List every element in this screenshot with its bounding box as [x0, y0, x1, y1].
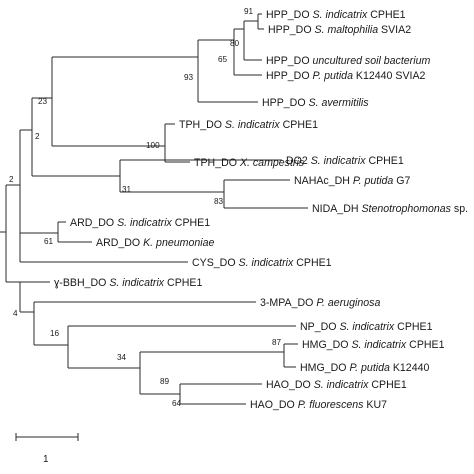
bootstrap-value: 16 [50, 329, 60, 338]
scale-bar: 1 [15, 433, 79, 465]
bootstrap-value: 31 [122, 185, 132, 194]
leaf-label-hpp-pput: HPP_DO P. putida K12440 SVIA2 [266, 70, 426, 82]
bootstrap-value: 2 [35, 132, 40, 141]
leaf-label-hao-sind: HAO_DO S. indicatrix CPHE1 [266, 379, 407, 391]
bootstrap-value: 61 [44, 237, 54, 246]
scale-bar-label: 1 [43, 454, 49, 465]
leaf-label-hpp-smal: HPP_DO S. maltophilia SVIA2 [268, 24, 411, 36]
leaf-label-hmg-pput: HMG_DO P. putida K12440 [300, 362, 429, 374]
leaf-label-nida: NIDA_DH Stenotrophomonas sp. [312, 203, 468, 215]
bootstrap-value: 87 [272, 338, 282, 347]
bootstrap-value: 100 [146, 141, 160, 150]
leaf-label-tph-sind: TPH_DO S. indicatrix CPHE1 [179, 119, 318, 131]
leaf-label-tph-xcam: TPH_DO X. campestris [194, 157, 305, 169]
bootstrap-value: 4 [13, 309, 18, 318]
leaf-label-nahac: NAHAc_DH P. putida G7 [294, 175, 411, 187]
leaf-label-hpp-save: HPP_DO S. avermitilis [262, 97, 369, 109]
leaf-label-hpp-sind: HPP_DO S. indicatrix CPHE1 [266, 9, 406, 21]
bootstrap-value: 83 [214, 197, 224, 206]
bootstrap-value: 2 [9, 175, 14, 184]
tree-branches [0, 13, 308, 405]
leaf-label-do2-sind: DO2 S. indicatrix CPHE1 [286, 155, 404, 167]
bootstrap-value: 93 [184, 73, 194, 82]
leaf-label-gbbh-sind: ɣ-BBH_DO S. indicatrix CPHE1 [54, 277, 202, 289]
leaf-label-hmg-sind: HMG_DO S. indicatrix CPHE1 [302, 339, 445, 351]
leaf-labels: HPP_DO S. indicatrix CPHE1 HPP_DO S. mal… [54, 9, 468, 411]
bootstrap-value: 64 [172, 399, 182, 408]
bootstrap-value: 89 [160, 377, 170, 386]
leaf-label-np-sind: NP_DO S. indicatrix CPHE1 [300, 321, 433, 333]
bootstrap-value: 91 [244, 7, 254, 16]
bootstrap-value: 34 [117, 353, 127, 362]
leaf-label-cys-sind: CYS_DO S. indicatrix CPHE1 [192, 257, 332, 269]
bootstrap-value: 65 [218, 55, 228, 64]
leaf-label-hao-pflu: HAO_DO P. fluorescens KU7 [250, 399, 387, 411]
leaf-label-ard-kpn: ARD_DO K. pneumoniae [96, 237, 214, 249]
bootstrap-value: 80 [230, 39, 240, 48]
leaf-label-mpa-paer: 3-MPA_DO P. aeruginosa [260, 297, 380, 309]
leaf-label-hpp-unc: HPP_DO uncultured soil bacterium [266, 55, 430, 67]
bootstrap-values: 91 80 65 93 23 100 2 31 83 2 61 4 16 87 … [9, 7, 282, 408]
leaf-label-ard-sind: ARD_DO S. indicatrix CPHE1 [70, 217, 210, 229]
bootstrap-value: 23 [38, 97, 48, 106]
